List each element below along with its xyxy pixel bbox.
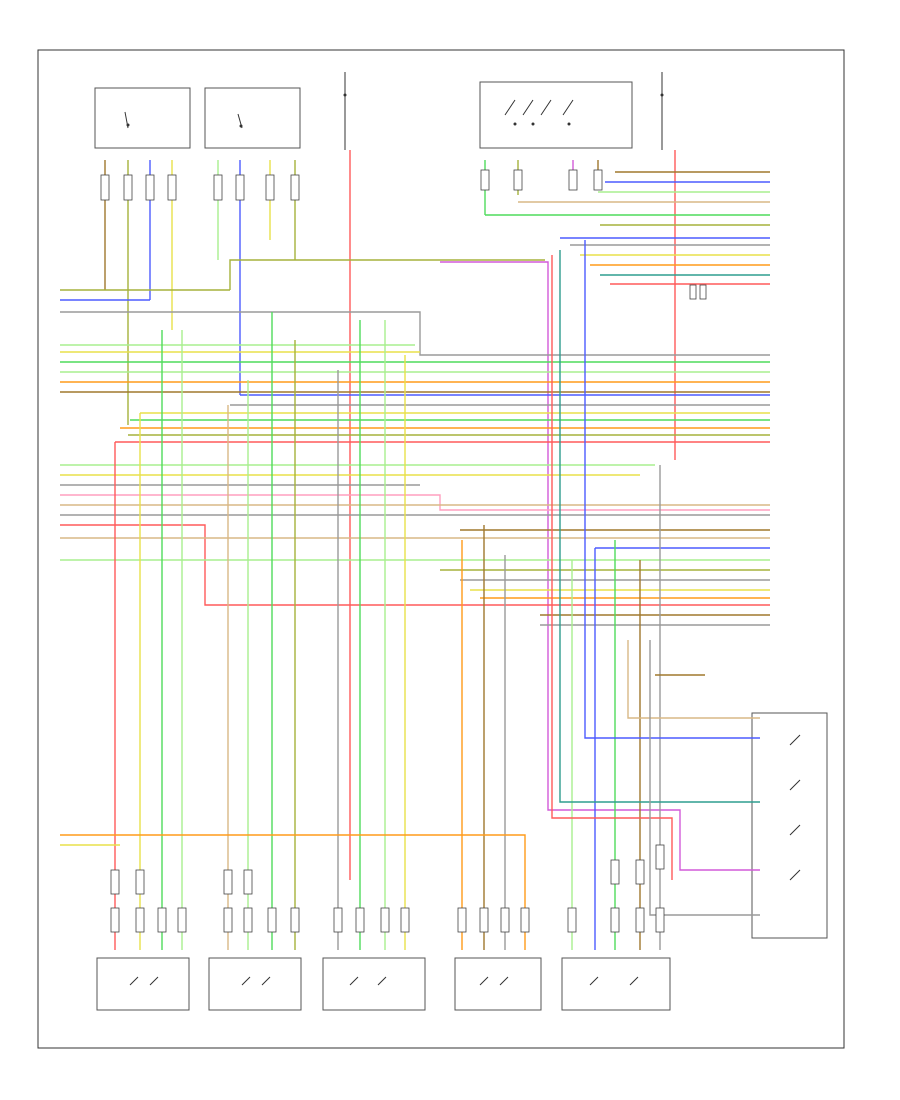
top-component-3 [343,72,347,150]
wires-middle-band [60,464,770,626]
top-component-1 [94,87,191,149]
wires-bottom-horizontal [60,834,526,950]
bottom-component-3 [322,957,426,1011]
top-component-5 [660,72,664,150]
right-component-seat-switch [751,712,828,939]
diagram-frame [37,49,845,1049]
top-component-4-seat-memory [479,81,633,149]
bottom-component-5 [561,957,671,1011]
bottom-component-2 [208,957,302,1011]
right-connector-block [689,284,707,300]
bottom-component-1 [96,957,190,1011]
wires-right-switch-feeds [551,240,760,916]
wires-main-harness [60,259,770,871]
top-component-2 [204,87,301,149]
bottom-connector-pins [110,844,665,933]
wires-bottom-drops [114,312,661,950]
wires-upper-right-bus [485,171,770,285]
bottom-component-4 [454,957,542,1011]
top-connector-pins [100,169,603,201]
